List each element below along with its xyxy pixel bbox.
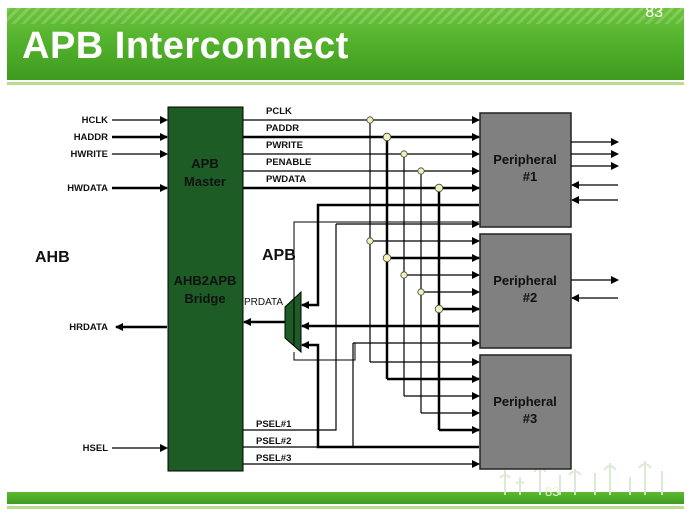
junction-dot — [382, 253, 392, 263]
footer-band — [7, 492, 684, 504]
hclk-label: HCLK — [82, 115, 109, 126]
hsel-label: HSEL — [83, 443, 109, 454]
peripheral-3-block — [479, 354, 572, 470]
peripheral-2-block — [479, 233, 572, 349]
junction-dot — [366, 116, 374, 124]
bridge-label-master: Master — [184, 174, 226, 189]
mux-select-line-1 — [293, 221, 479, 346]
page-number: 83 — [645, 4, 663, 21]
header-band — [7, 8, 684, 80]
bridge-label-apb: APB — [191, 156, 218, 171]
peripheral-2-label: Peripheral — [493, 273, 557, 288]
junction-dots — [366, 116, 444, 314]
peripheral-1-block — [479, 112, 572, 228]
header-underline — [7, 82, 684, 85]
header-stripes — [7, 8, 684, 24]
psel2-label: PSEL#2 — [256, 436, 291, 447]
peripheral-1-label: Peripheral — [493, 152, 557, 167]
junction-dot — [366, 237, 374, 245]
page-number-footer: 83 — [545, 484, 560, 499]
paddr-label: PADDR — [266, 123, 299, 134]
pclk-label: PCLK — [266, 106, 292, 117]
prdata-label: PRDATA — [244, 297, 283, 308]
ahb-label: AHB — [35, 249, 70, 266]
junction-dot — [417, 167, 425, 175]
bridge-label-bridge: Bridge — [184, 291, 225, 306]
junction-dot — [434, 304, 444, 314]
junction-dot — [400, 271, 408, 279]
pwrite-label: PWRITE — [266, 140, 303, 151]
hwrite-label: HWRITE — [71, 149, 108, 160]
apb-label: APB — [262, 247, 296, 264]
psel2-line — [243, 343, 354, 448]
bridge-label-ahb2apb: AHB2APB — [174, 273, 237, 288]
peripheral-1-io — [571, 138, 619, 204]
prdata-mux — [284, 290, 302, 354]
hwdata-label: HWDATA — [67, 183, 108, 194]
haddr-label: HADDR — [74, 132, 108, 143]
junction-dot — [417, 288, 425, 296]
peripheral-3-label: Peripheral — [493, 394, 557, 409]
junction-dot — [400, 150, 408, 158]
junction-dot — [434, 183, 444, 193]
junction-dot — [382, 132, 392, 142]
slide-title: APB Interconnect — [22, 25, 349, 67]
penable-label: PENABLE — [266, 157, 311, 168]
psel1-label: PSEL#1 — [256, 419, 292, 430]
prdata-return-p3 — [301, 341, 479, 449]
ahb2apb-bridge-block — [167, 106, 244, 472]
peripheral-2-number: #2 — [523, 290, 537, 305]
peripheral-3-number: #3 — [523, 411, 537, 426]
peripheral-1-number: #1 — [523, 169, 537, 184]
pwdata-label: PWDATA — [266, 174, 306, 185]
footer-line — [7, 506, 684, 509]
psel3-label: PSEL#3 — [256, 453, 291, 464]
psel1-line — [243, 224, 337, 431]
hrdata-label: HRDATA — [69, 322, 108, 333]
peripheral-2-io — [571, 276, 619, 302]
prdata-return-p1 — [301, 203, 479, 309]
